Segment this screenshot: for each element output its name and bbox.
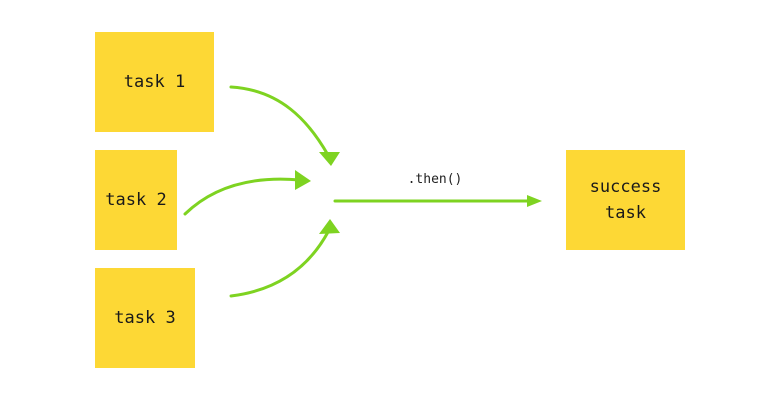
arrowhead-success	[527, 195, 542, 207]
task-1-label: task 1	[123, 72, 186, 92]
then-edge-label: .then()	[407, 172, 463, 187]
arrowhead-task2	[295, 170, 311, 190]
task-3-label: task 3	[114, 308, 176, 328]
arrowhead-task1	[319, 152, 340, 166]
success-task-label: success task	[589, 177, 662, 223]
arrow-task3-to-merge	[229, 230, 330, 298]
task-2-note: task 2	[95, 150, 177, 250]
arrowhead-task3	[319, 219, 340, 234]
arrow-task1-to-merge	[229, 85, 330, 157]
task-1-note: task 1	[95, 32, 214, 132]
task-3-note: task 3	[95, 268, 195, 368]
task-2-label: task 2	[105, 190, 167, 210]
arrow-task2-to-merge	[183, 177, 302, 216]
success-task-note: success task	[566, 150, 685, 250]
